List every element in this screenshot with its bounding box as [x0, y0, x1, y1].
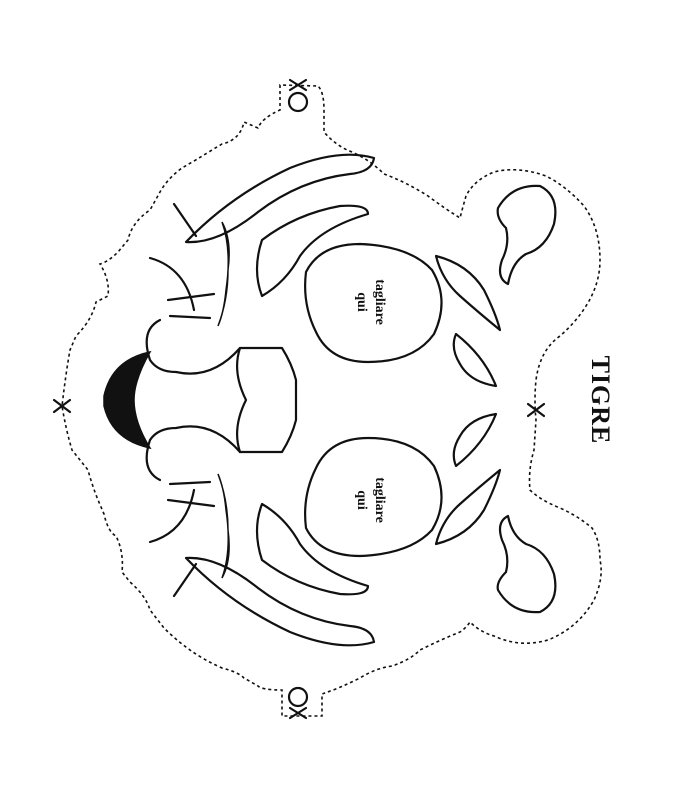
- outer-cut-line: [61, 84, 602, 717]
- lower-black-stripe: [217, 473, 230, 579]
- mask-title: TIGRE: [586, 356, 615, 445]
- stripe-bottom-3: [434, 468, 502, 546]
- left-cut-mark: [52, 398, 72, 414]
- nose-bridge: [235, 346, 298, 454]
- nose-black: [103, 350, 152, 450]
- stripe-top-4: [452, 332, 498, 388]
- bottom-ear-inner: [496, 514, 557, 614]
- muzzle-outline: [145, 318, 242, 482]
- top-strap-hole: [287, 78, 309, 113]
- stripe-top-3: [434, 254, 502, 332]
- left-eye-text-line2: qui: [354, 292, 369, 312]
- whiskers-lower: [148, 480, 216, 598]
- stripe-top-1: [184, 153, 376, 244]
- right-eye-hole: [304, 436, 443, 558]
- upper-black-stripe: [217, 221, 230, 327]
- stripe-bottom-4: [452, 412, 498, 468]
- top-ear-inner: [496, 184, 557, 286]
- left-eye-hole: [304, 242, 443, 364]
- left-eye-text-line1: tagliare: [372, 279, 387, 325]
- right-eye-text-line1: tagliare: [372, 477, 387, 523]
- stripe-bottom-1: [184, 556, 376, 647]
- bottom-strap-hole: [287, 686, 309, 720]
- right-eye-text-line2: qui: [354, 490, 369, 510]
- right-cut-mark: [526, 402, 546, 418]
- right-eye-label: tagliare qui: [354, 477, 387, 523]
- left-eye-label: tagliare qui: [354, 279, 387, 325]
- stripe-top-2: [255, 204, 370, 298]
- stripe-bottom-2: [255, 502, 370, 596]
- whiskers-upper: [148, 202, 216, 320]
